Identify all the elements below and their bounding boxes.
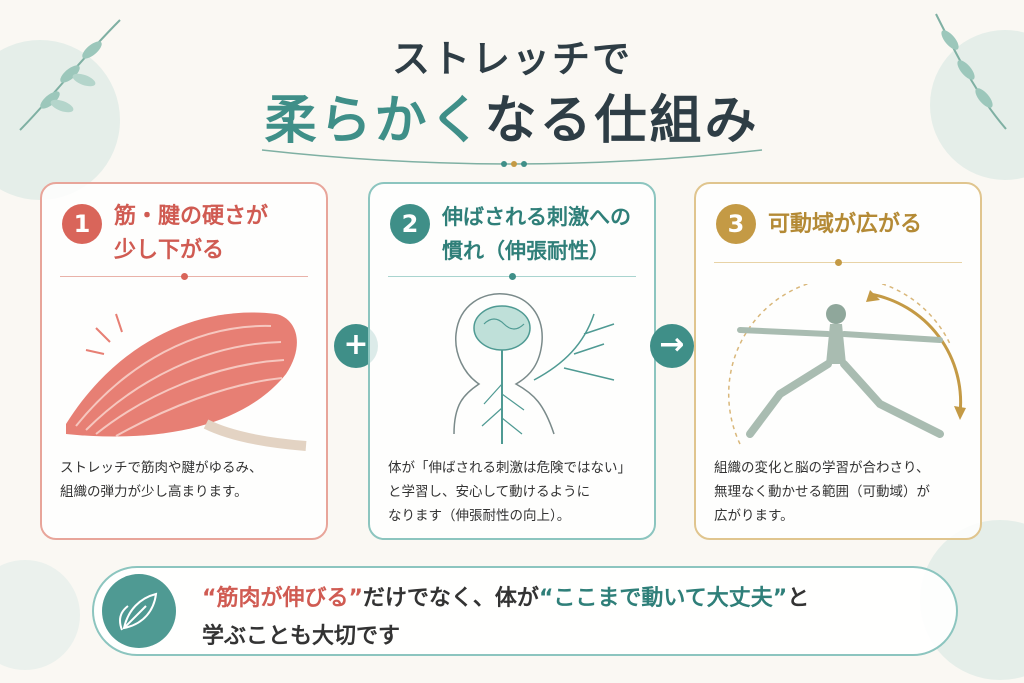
summary-line2: 学ぶことも大切です <box>202 624 401 649</box>
step-description-line: 広がります。 <box>714 508 794 524</box>
decor-leaf-sprig-right <box>935 13 1007 130</box>
step-number-badge: 1 <box>62 204 102 244</box>
muscle-fiber-illustration <box>66 312 307 451</box>
step-description: ストレッチで筋肉や腱がゆるみ、 組織の弾力が少し高まります。 <box>60 456 316 504</box>
step-card-2: 2 伸ばされる刺激への 慣れ（伸張耐性） 体が「伸ばされる刺激は危険ではない」 … <box>368 182 656 540</box>
decor-leaf-sprig-left <box>19 19 121 131</box>
step-heading-line: 可動域が広がる <box>768 212 923 237</box>
step-description: 組織の変化と脳の学習が合わさり、 無理なく動かせる範囲（可動域）が 広がります。 <box>714 456 970 528</box>
step-description-line: 無理なく動かせる範囲（可動域）が <box>714 484 930 500</box>
step-description-line: ストレッチで筋肉や腱がゆるみ、 <box>60 460 263 476</box>
summary-banner: “筋肉が伸びる”だけでなく、体が“ここまで動いて大丈夫”と 学ぶことも大切です <box>92 566 958 656</box>
page-title-line1: ストレッチで <box>391 37 632 81</box>
brain-nerves-illustration <box>453 293 615 444</box>
summary-quote-muscle: “筋肉が伸びる” <box>202 586 363 611</box>
step-heading-line: 少し下がる <box>114 238 225 263</box>
yoga-pose-illustration <box>727 284 966 445</box>
step-heading: 筋・腱の硬さが 少し下がる <box>114 200 316 268</box>
arrow-right-icon: → <box>650 324 694 368</box>
step-divider <box>60 273 308 280</box>
summary-text: だけでなく、体が <box>362 586 539 611</box>
summary-line1: “筋肉が伸びる”だけでなく、体が“ここまで動いて大丈夫”と <box>202 580 809 612</box>
step-number-badge: 2 <box>390 204 430 244</box>
page-title-accent: 柔らかく <box>264 91 485 151</box>
step-heading-line: 慣れ（伸張耐性） <box>442 239 610 263</box>
step-description: 体が「伸ばされる刺激は危険ではない」 と学習し、安心して動けるように なります（… <box>388 456 644 528</box>
step-description-line: なります（伸張耐性の向上）。 <box>388 508 571 524</box>
step-number-badge: 3 <box>716 204 756 244</box>
step-description-line: と学習し、安心して動けるように <box>388 484 591 500</box>
summary-text: と <box>787 586 810 611</box>
page-title-line2: 柔らかくなる仕組み <box>0 78 1024 153</box>
decor-blob-bottom-left <box>0 560 80 670</box>
step-heading-line: 筋・腱の硬さが <box>114 204 269 229</box>
step-heading: 伸ばされる刺激への 慣れ（伸張耐性） <box>442 200 644 268</box>
leaf-icon <box>102 574 176 648</box>
step-card-3: 3 可動域が広がる 組織の変化と脳の学習が合わさり、 無理なく動かせる範囲（可動… <box>694 182 982 540</box>
step-description-line: 体が「伸ばされる刺激は危険ではない」 <box>388 460 631 476</box>
step-divider <box>714 259 962 266</box>
step-heading: 可動域が広がる <box>768 208 970 242</box>
step-divider <box>388 273 636 280</box>
step-heading-line: 伸ばされる刺激への <box>442 205 631 229</box>
step-description-line: 組織の弾力が少し高まります。 <box>60 484 248 500</box>
step-description-line: 組織の変化と脳の学習が合わさり、 <box>714 460 930 476</box>
step-card-1: 1 筋・腱の硬さが 少し下がる ストレッチで筋肉や腱がゆるみ、 組織の弾力が少し… <box>40 182 328 540</box>
title-underline <box>261 149 763 167</box>
summary-quote-ok: “ここまで動いて大丈夫” <box>538 586 788 611</box>
page-title-rest: なる仕組み <box>484 91 760 151</box>
